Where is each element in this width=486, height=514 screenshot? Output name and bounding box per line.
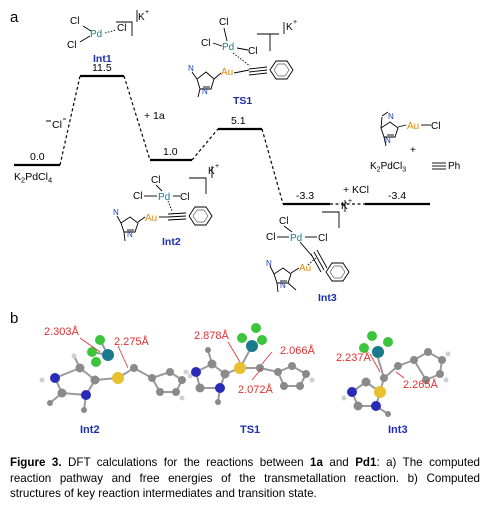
svg-text:N: N — [385, 136, 391, 145]
int2-distance-a: 2.303Å — [44, 325, 80, 338]
ts1-3d-label: TS1 — [240, 424, 260, 436]
svg-text:N: N — [388, 112, 394, 121]
svg-text:+: + — [293, 19, 297, 26]
svg-text:Cl: Cl — [52, 119, 62, 131]
ts1-structure: Cl Cl Pd Cl Au N — [188, 17, 297, 107]
ts1-3d-model: 2.878Å 2.066Å 2.072Å — [183, 323, 316, 405]
svg-text:N: N — [113, 208, 119, 217]
plus-kcl-reagent: + KCl — [343, 184, 369, 196]
svg-text:Cl: Cl — [279, 216, 288, 227]
svg-text:K: K — [286, 22, 293, 33]
energy-levels — [14, 74, 430, 206]
int3-3d-model: 2.237Å 2.265Å — [336, 331, 451, 417]
product-formula: K2PdCl3 — [370, 161, 406, 174]
svg-text:Cl: Cl — [248, 46, 257, 57]
figure-caption: Figure 3. DFT calculations for the react… — [10, 455, 480, 502]
int2-structure: Cl Cl Pd Cl Au N N K + Int2 — [113, 163, 219, 248]
energy-values: 0.0 11.5 1.0 5.1 -3.3 -3.4 — [30, 62, 406, 202]
svg-text:N: N — [127, 230, 133, 239]
svg-text:+: + — [410, 145, 416, 156]
caption-text-2: and — [322, 456, 356, 469]
int3-structure: Cl Cl Pd Cl Au N N K + Int3 — [266, 198, 352, 304]
int3-3d-label: Int3 — [388, 424, 408, 436]
svg-text:Cl: Cl — [180, 192, 189, 203]
svg-text:N: N — [266, 259, 272, 268]
label-int3: Int3 — [318, 292, 337, 304]
int3-distance-b: 2.265Å — [403, 378, 439, 391]
start-formula: K2PdCl4 — [14, 171, 52, 185]
svg-text:Cl: Cl — [67, 40, 76, 51]
energy-start: 0.0 — [30, 151, 45, 163]
energy-int1: 11.5 — [92, 62, 112, 74]
pathway-connectors — [59, 75, 365, 205]
svg-text:Cl: Cl — [266, 232, 275, 243]
svg-text:Cl: Cl — [117, 23, 126, 34]
ts1-distance-b: 2.066Å — [280, 344, 316, 357]
svg-text:Pd: Pd — [290, 233, 302, 244]
svg-text:K: K — [208, 166, 215, 177]
label-ts1: TS1 — [233, 95, 252, 107]
svg-text:Au: Au — [221, 67, 233, 78]
svg-text:Pd: Pd — [222, 42, 234, 53]
ts1-distance-a: 2.878Å — [194, 329, 230, 342]
int2-3d-label: Int2 — [80, 424, 100, 436]
minus-cl-reagent: Cl — [46, 118, 66, 131]
svg-text:Ph: Ph — [448, 161, 460, 172]
svg-text:Au: Au — [145, 213, 157, 224]
svg-text:Pd: Pd — [90, 29, 102, 40]
energy-int3: -3.3 — [296, 190, 314, 202]
svg-text:Cl: Cl — [70, 16, 79, 27]
energy-products: -3.4 — [388, 190, 406, 202]
svg-text:Cl: Cl — [133, 191, 142, 202]
products-structure: Au Cl N N + K2PdCl3 Ph — [370, 111, 460, 174]
svg-text:Cl: Cl — [201, 38, 210, 49]
svg-text:Au: Au — [407, 121, 419, 132]
caption-text-3: : a) The computed reaction pathway and f… — [10, 456, 480, 500]
svg-text:N: N — [280, 281, 286, 290]
plus-1a-reagent: + 1a — [144, 110, 165, 122]
int2-3d-model: 2.303Å 2.275Å — [39, 325, 193, 413]
svg-text:+: + — [215, 163, 219, 170]
svg-text:+: + — [348, 198, 352, 205]
caption-text-1: DFT calculations for the reactions betwe… — [61, 456, 311, 469]
svg-text:Cl: Cl — [151, 175, 160, 186]
label-int2: Int2 — [162, 236, 181, 248]
svg-text:N: N — [202, 87, 208, 96]
svg-text:+: + — [145, 9, 149, 16]
energy-ts1: 5.1 — [231, 115, 246, 127]
svg-text:Cl: Cl — [219, 17, 228, 28]
svg-text:N: N — [188, 64, 194, 73]
panel-a-label: a — [10, 9, 19, 26]
svg-text:K: K — [341, 201, 348, 212]
int3-distance-a: 2.237Å — [336, 351, 372, 364]
caption-figure-number: Figure 3. — [10, 456, 62, 469]
energy-int2: 1.0 — [163, 146, 178, 158]
svg-text:K: K — [138, 12, 145, 23]
int1-structure: Cl Cl Pd Cl K + Int1 — [67, 9, 149, 65]
caption-compound-1a: 1a — [310, 456, 323, 469]
svg-text:Au: Au — [299, 263, 311, 274]
panel-b-label: b — [10, 310, 18, 327]
caption-compound-pd1: Pd1 — [355, 456, 377, 469]
ts1-distance-c: 2.072Å — [238, 383, 274, 396]
svg-text:Cl: Cl — [431, 121, 440, 132]
svg-text:Cl: Cl — [318, 233, 327, 244]
label-int1: Int1 — [93, 53, 112, 65]
int2-distance-b: 2.275Å — [114, 335, 150, 348]
svg-text:Pd: Pd — [158, 192, 170, 203]
